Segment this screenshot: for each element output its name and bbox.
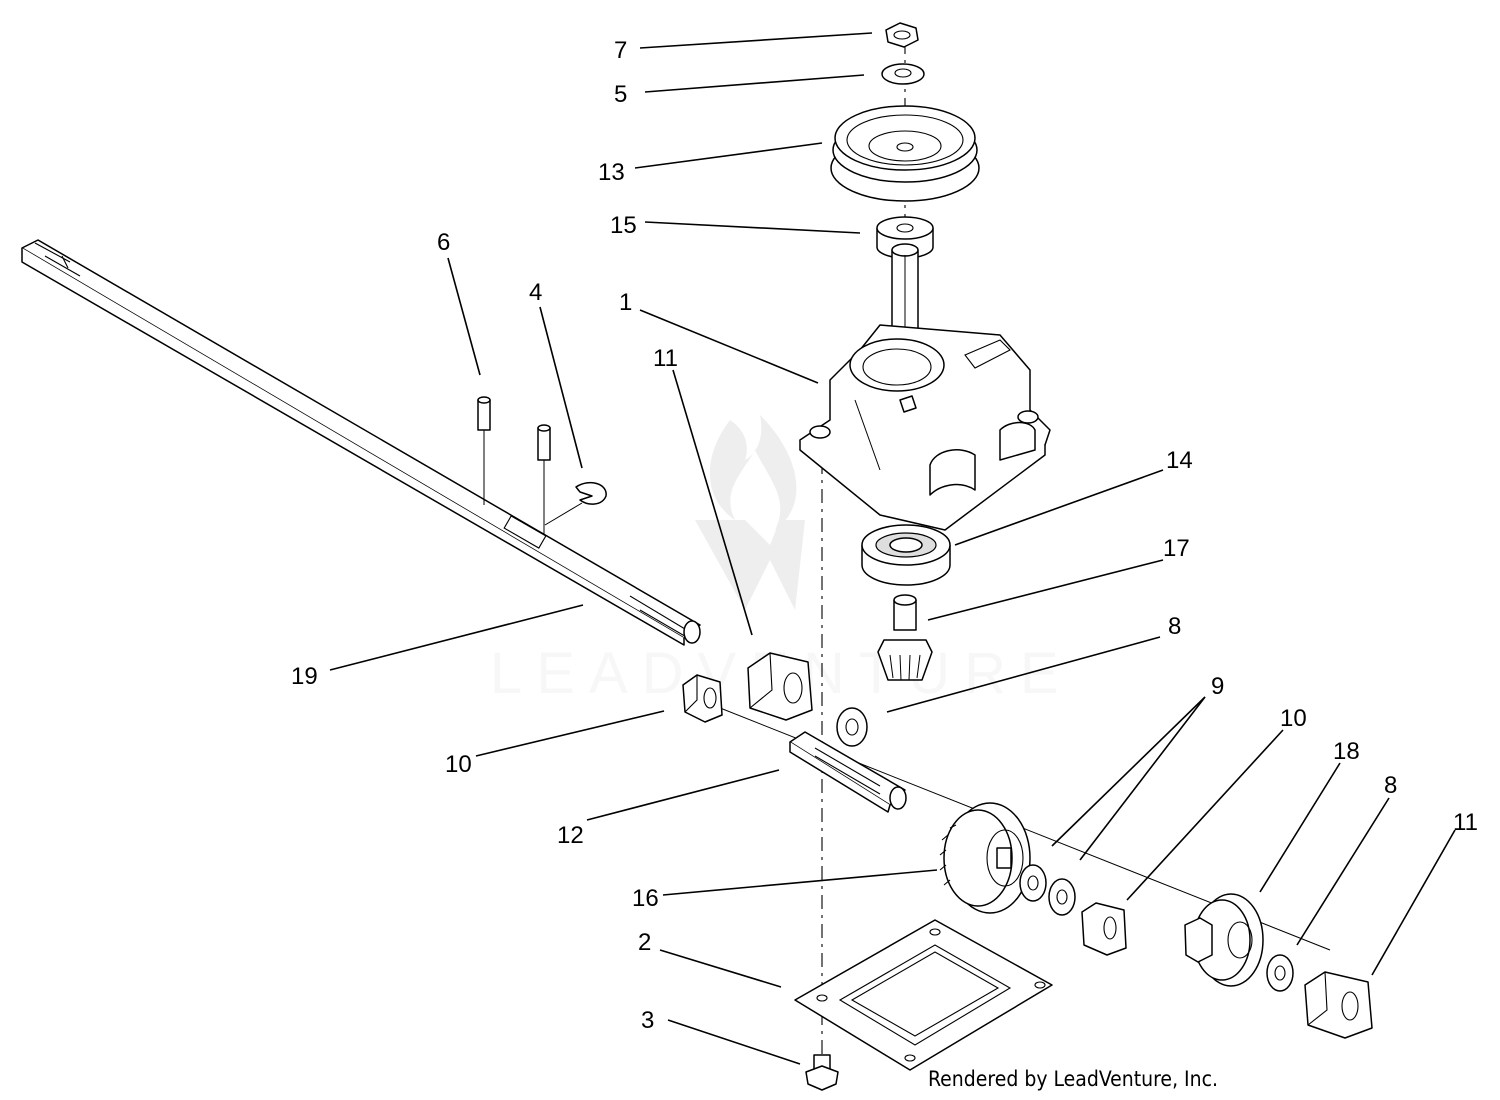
roll-pin-part-6 <box>477 396 491 505</box>
bolt-part-3 <box>805 1054 839 1091</box>
callout-4: 4 <box>529 279 542 306</box>
callout-labels: 7 5 13 15 1 6 4 11 14 17 8 19 10 9 12 10… <box>291 37 1478 1034</box>
render-credit: Rendered by LeadVenture, Inc. <box>928 1067 1218 1091</box>
callout-9: 9 <box>1211 673 1224 700</box>
callout-15: 15 <box>610 212 637 239</box>
bushing-part-11-right <box>1304 971 1373 1039</box>
callout-18: 18 <box>1333 738 1360 765</box>
callout-11-right: 11 <box>1453 809 1478 836</box>
bevel-gear-part-16 <box>939 802 1031 914</box>
washer-part-8-left <box>836 707 868 747</box>
callout-11-left: 11 <box>653 345 678 372</box>
callout-12: 12 <box>557 822 584 849</box>
axle-shaft-part-19 <box>21 239 701 646</box>
gear-housing-part-1 <box>799 243 1051 531</box>
leader-lines <box>329 32 1456 1065</box>
bushing-part-10-left <box>682 674 723 723</box>
callout-5: 5 <box>614 81 627 108</box>
washer-part-5 <box>881 63 925 85</box>
bushing-part-11-left <box>747 652 813 721</box>
spacer-part-15 <box>876 216 934 259</box>
callout-17: 17 <box>1163 535 1190 562</box>
thrust-washers-part-9 <box>1019 864 1076 916</box>
cover-plate-part-2 <box>794 919 1053 1071</box>
callout-14: 14 <box>1166 447 1193 474</box>
roll-pin-second <box>537 424 551 535</box>
bearing-part-14 <box>861 524 951 586</box>
callout-8-left: 8 <box>1168 613 1181 640</box>
callout-13: 13 <box>598 159 625 186</box>
e-clip-part-4 <box>544 481 607 526</box>
callout-10-right: 10 <box>1280 705 1307 732</box>
pinion-gear-part-17 <box>877 594 933 681</box>
callout-19: 19 <box>291 663 318 690</box>
gear-part-18 <box>1184 893 1264 987</box>
callout-3: 3 <box>641 1007 654 1034</box>
callout-6: 6 <box>437 229 450 256</box>
pulley-part-13 <box>830 105 980 202</box>
washer-part-8-right <box>1266 954 1294 992</box>
callout-7: 7 <box>614 37 627 64</box>
callout-10-left: 10 <box>445 751 472 778</box>
callout-8-right: 8 <box>1384 772 1397 799</box>
gear-shaft-part-12 <box>789 731 907 813</box>
callout-2: 2 <box>638 929 651 956</box>
bushing-part-10-right <box>1081 902 1127 956</box>
nut-part-7 <box>885 22 919 48</box>
callout-1: 1 <box>619 289 632 316</box>
callout-16: 16 <box>632 885 659 912</box>
